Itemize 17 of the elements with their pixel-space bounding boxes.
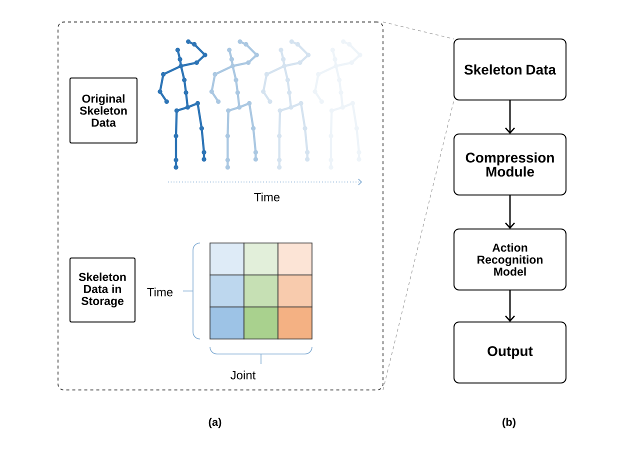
arrow bbox=[504, 100, 516, 134]
caption: (b) bbox=[502, 418, 516, 428]
process-box: Skeleton Data bbox=[454, 38, 566, 100]
arrow bbox=[504, 195, 516, 229]
panel-frame bbox=[58, 22, 384, 390]
label-box: Original Skeleton Data bbox=[70, 78, 138, 144]
label-box: Skeleton Data in Storage bbox=[70, 257, 136, 322]
axis-label: Time bbox=[147, 288, 173, 296]
process-box: Output bbox=[454, 321, 566, 384]
zoom-line bbox=[382, 22, 454, 40]
axis-label: Time bbox=[254, 192, 280, 202]
axis-label: Joint bbox=[230, 370, 256, 380]
process-box: Action Recognition Model bbox=[454, 228, 566, 290]
zoom-line bbox=[382, 100, 454, 390]
caption: (a) bbox=[208, 418, 222, 428]
arrow bbox=[504, 290, 516, 322]
process-box: Compression Module bbox=[454, 134, 566, 196]
